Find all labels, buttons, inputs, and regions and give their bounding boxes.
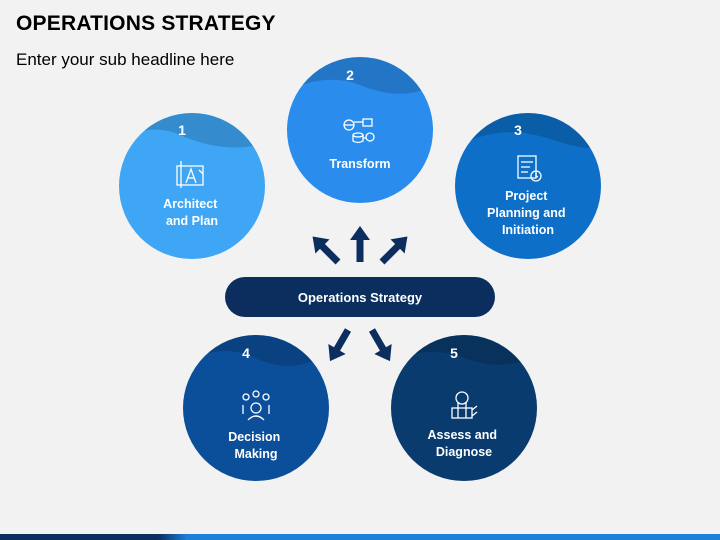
- step-label-1-line-2: and Plan: [166, 214, 218, 228]
- arrow-to-step-1: [312, 236, 341, 265]
- step-label-1: Architect and Plan: [163, 197, 221, 228]
- blueprint-icon: [176, 161, 204, 188]
- arrow-to-step-2: [350, 226, 370, 262]
- page-title: OPERATIONS STRATEGY: [16, 12, 276, 35]
- step-circle-2: [287, 57, 433, 203]
- step-number-3: 3: [514, 122, 522, 138]
- step-circle-3: [455, 113, 601, 259]
- step-number-2: 2: [346, 67, 354, 83]
- network-database-icon: [343, 118, 375, 144]
- center-node: Operations Strategy: [225, 277, 495, 317]
- step-node-5: 5 Assess and Diagnose: [391, 335, 537, 481]
- step-label-3: Project Planning and Initiation: [487, 189, 569, 237]
- step-label-2-line-1: Transform: [329, 157, 390, 171]
- arrow-to-step-5: [368, 328, 392, 362]
- step-node-1: 1 Architect and Plan: [119, 113, 265, 259]
- center-label: Operations Strategy: [298, 290, 423, 305]
- center-pill: [225, 277, 495, 317]
- step-circle-1: [119, 113, 265, 259]
- step-number-1: 1: [178, 122, 186, 138]
- step-label-1-line-1: Architect: [163, 197, 218, 211]
- step-label-4-line-2: Making: [234, 447, 277, 461]
- step-label-3-line-3: Initiation: [502, 223, 554, 237]
- step-node-2: 2 Transform: [287, 57, 433, 203]
- step-number-4: 4: [242, 345, 250, 361]
- step-node-3: 3 Project Planning and Initiation: [455, 113, 601, 259]
- step-label-3-line-2: Planning and: [487, 206, 565, 220]
- step-label-5: Assess and Diagnose: [428, 428, 501, 459]
- assessment-icon: [451, 391, 478, 419]
- arrows-group: [312, 226, 408, 362]
- decision-icon: [242, 390, 270, 421]
- project-plan-icon: [517, 155, 542, 182]
- step-circle-4: [183, 335, 329, 481]
- step-node-4: 4 Decision Making: [183, 335, 329, 481]
- step-label-2: Transform: [329, 157, 390, 171]
- page-subtitle: Enter your sub headline here: [16, 50, 235, 69]
- step-label-5-line-1: Assess and: [428, 428, 497, 442]
- step-label-4: Decision Making: [228, 430, 284, 461]
- arrow-to-step-3: [379, 236, 408, 265]
- step-label-4-line-1: Decision: [228, 430, 280, 444]
- step-number-5: 5: [450, 345, 458, 361]
- step-label-5-line-2: Diagnose: [436, 445, 492, 459]
- bottom-accent-bar: [0, 534, 720, 540]
- arrow-to-step-4: [328, 328, 352, 362]
- step-label-3-line-1: Project: [505, 189, 548, 203]
